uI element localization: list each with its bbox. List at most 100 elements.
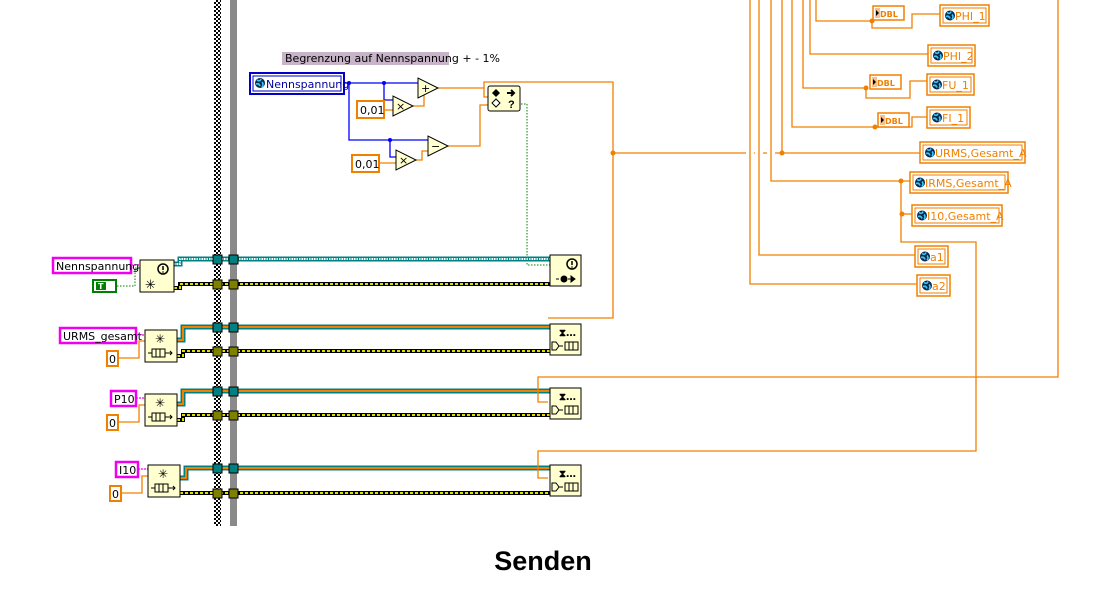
local-variable-p10[interactable]: P10: [109, 389, 138, 408]
multiply-node-minus[interactable]: ×: [395, 149, 418, 171]
subtract-node[interactable]: −: [427, 135, 450, 157]
error-tunnel: [212, 410, 223, 421]
to-double-conversion-3[interactable]: DBL: [877, 112, 910, 128]
bool-wire-true: [117, 267, 140, 287]
svg-text:Nennspannung: Nennspannung: [56, 260, 139, 273]
shared-variable-label: FI_1: [942, 112, 964, 125]
svg-text:P10: P10: [114, 393, 135, 406]
shared-variable-label: Nennspannung: [266, 78, 349, 91]
queue-icon: [148, 412, 173, 422]
local-variable-i10[interactable]: I10: [114, 460, 140, 479]
globe-icon: [932, 49, 944, 62]
shared-variable-write-fu-1[interactable]: FU_1: [926, 73, 975, 96]
svg-text:0: 0: [112, 488, 119, 501]
constant-zero-i10[interactable]: 0: [109, 485, 122, 502]
shared-variable-nennspannung[interactable]: Nennspannung: [249, 72, 349, 95]
hourglass-icon: ⧗…: [559, 469, 576, 480]
shared-variable-write-urms-gesamt-a[interactable]: URMS,Gesamt_A: [919, 141, 1027, 164]
wire-junction: [779, 150, 785, 156]
svg-text:0,01: 0,01: [360, 104, 385, 117]
to-double-conversion-1[interactable]: DBL: [872, 5, 905, 21]
enqueue-node-i10[interactable]: ⧗…: [549, 464, 582, 497]
enqueue-node-p10[interactable]: ⧗…: [549, 387, 582, 420]
input-wires: [118, 264, 148, 494]
in-range-coerce-node[interactable]: ?: [487, 85, 521, 112]
queue-icon: [148, 348, 173, 358]
refnum-tunnel: [212, 386, 223, 397]
obtain-notifier-node[interactable]: ✳: [139, 259, 175, 293]
double-wires-right: [537, 0, 1059, 479]
globe-icon: [916, 209, 928, 222]
diamond-filled-icon: [492, 89, 500, 97]
shared-variable-write-a2[interactable]: a2: [916, 274, 951, 297]
wire-junction: [388, 138, 392, 142]
add-node[interactable]: +: [417, 77, 440, 99]
multiply-node-plus[interactable]: ×: [392, 95, 415, 117]
refnum-tunnel: [212, 463, 223, 474]
enqueue-icon: [551, 405, 579, 415]
shared-variable-write-a1[interactable]: a1: [914, 245, 949, 268]
diamond-open-icon: [491, 98, 501, 108]
arrow-right-icon: [507, 89, 516, 97]
svg-text:DBL: DBL: [880, 10, 898, 19]
constant-zero-urms[interactable]: 0: [106, 350, 119, 367]
queue-row-wires: [180, 465, 550, 495]
obtain-queue-node-urms[interactable]: ✳: [144, 329, 178, 363]
svg-text:+: +: [421, 82, 430, 95]
double-wires-math: [379, 81, 614, 319]
comment-label: Begrenzung auf Nennspannung + - 1%: [285, 52, 500, 65]
queue-icon: [151, 483, 176, 493]
refnum-tunnel: [228, 386, 239, 397]
local-variable-urms-gesamt[interactable]: URMS_gesamt: [58, 326, 143, 345]
sparkle-icon: ✳: [158, 467, 168, 481]
refnum-tunnel: [212, 254, 223, 265]
local-variable-nennspannung[interactable]: Nennspannung: [51, 256, 139, 275]
send-notification-node[interactable]: [549, 254, 582, 287]
svg-text:0,01: 0,01: [355, 158, 380, 171]
alert-icon: [566, 258, 578, 270]
boolean-constant-true[interactable]: T: [92, 279, 117, 293]
svg-text:×: ×: [399, 154, 408, 167]
error-tunnel: [228, 488, 239, 499]
shared-variable-write-i10-gesamt-a[interactable]: I10,Gesamt_A: [911, 204, 1004, 227]
enqueue-node-urms[interactable]: ⧗…: [549, 323, 582, 356]
refnum-tunnel: [228, 322, 239, 333]
wire-junction: [898, 178, 904, 184]
hourglass-icon: ⧗…: [559, 328, 576, 339]
svg-text:0: 0: [109, 353, 116, 366]
constant-factor-plus[interactable]: 0,01: [356, 100, 385, 119]
wire-junction: [899, 211, 905, 217]
obtain-queue-node-p10[interactable]: ✳: [144, 393, 178, 427]
numeric-wires: [345, 82, 428, 158]
error-tunnel: [228, 279, 239, 290]
to-double-conversion-2[interactable]: DBL: [869, 74, 902, 90]
globe-icon: [931, 111, 943, 124]
hourglass-icon: ⧗…: [559, 392, 576, 403]
shared-variable-label: URMS,Gesamt_A: [935, 147, 1027, 160]
shared-variable-label: a1: [930, 251, 944, 264]
error-tunnel: [212, 346, 223, 357]
globe-icon: [931, 78, 943, 91]
error-tunnel: [212, 279, 223, 290]
error-tunnel: [228, 346, 239, 357]
shared-variable-write-phi-1[interactable]: PHI_1: [939, 4, 990, 27]
sparkle-icon: ✳: [145, 278, 156, 293]
comment-background: [282, 52, 449, 65]
error-tunnel: [212, 488, 223, 499]
bool-wire-in-range: [521, 103, 552, 266]
error-tunnel: [228, 410, 239, 421]
globe-icon: [919, 250, 931, 263]
shared-variable-write-fi-1[interactable]: FI_1: [926, 106, 971, 129]
globe-icon: [914, 176, 926, 189]
constant-zero-p10[interactable]: 0: [106, 414, 119, 431]
sparkle-icon: ✳: [155, 396, 165, 410]
enqueue-icon: [551, 482, 579, 492]
obtain-queue-node-i10[interactable]: ✳: [147, 464, 181, 498]
constant-factor-minus[interactable]: 0,01: [351, 154, 380, 173]
refnum-tunnel: [228, 254, 239, 265]
alert-icon: [157, 263, 169, 275]
svg-text:DBL: DBL: [877, 79, 895, 88]
shared-variable-write-phi-2[interactable]: PHI_2: [927, 44, 976, 67]
shared-variable-write-irms-gesamt-a[interactable]: IRMS,Gesamt_A: [909, 171, 1012, 194]
